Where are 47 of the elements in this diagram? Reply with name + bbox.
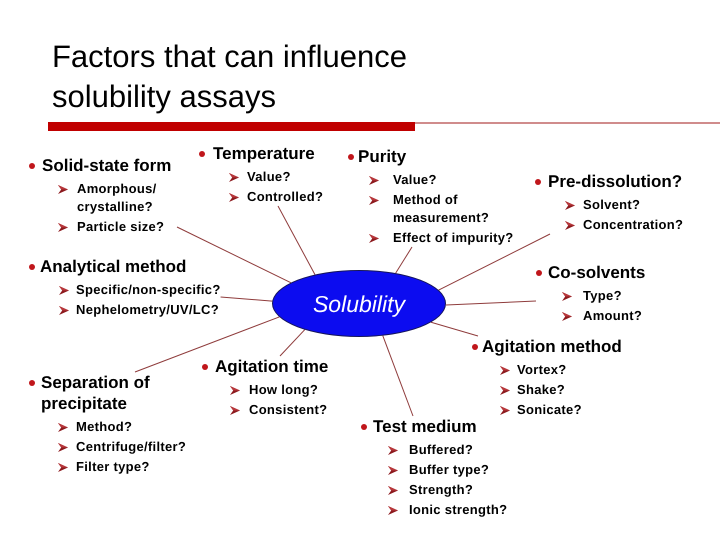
factor-heading: Purity xyxy=(358,146,406,167)
factor-heading: Pre-dissolution? xyxy=(548,171,682,192)
center-label: Solubility xyxy=(312,290,406,318)
connector-line xyxy=(278,206,316,276)
sub-item-text: Strength? xyxy=(409,481,474,499)
sub-item-text: Shake? xyxy=(517,381,566,399)
factor-heading: Agitation time xyxy=(215,356,328,377)
connector-line xyxy=(280,329,306,356)
connector-line xyxy=(382,335,414,416)
sub-item-text: Sonicate? xyxy=(517,401,582,419)
sub-item-text: Nephelometry/UV/LC? xyxy=(76,301,219,319)
connector-line xyxy=(438,234,550,291)
sub-item-text: Amorphous/ crystalline? xyxy=(77,180,158,216)
connector-line xyxy=(430,322,478,336)
sub-item-text: Specific/non-specific? xyxy=(76,281,221,299)
factor-heading: Analytical method xyxy=(40,256,186,277)
factor-heading: Test medium xyxy=(373,416,477,437)
sub-item-text: Effect of impurity? xyxy=(393,229,514,247)
sub-item-text: Method of measurement? xyxy=(393,191,490,227)
connector-line xyxy=(176,226,292,284)
sub-item-text: Method? xyxy=(76,418,132,436)
sub-item-text: Vortex? xyxy=(517,361,567,379)
sub-item-text: Value? xyxy=(393,171,437,189)
sub-item-text: Type? xyxy=(583,287,622,305)
connector-line xyxy=(395,246,412,274)
sub-item-text: Consistent? xyxy=(249,401,328,419)
factor-heading: Separation of precipitate xyxy=(41,372,151,414)
sub-item-text: Controlled? xyxy=(247,188,324,206)
sub-item-text: Amount? xyxy=(583,307,642,325)
sub-item-text: Buffer type? xyxy=(409,461,490,479)
sub-item-text: Centrifuge/filter? xyxy=(76,438,186,456)
sub-item-text: Ionic strength? xyxy=(409,501,508,519)
factor-heading: Agitation method xyxy=(482,336,622,357)
sub-item-text: Buffered? xyxy=(409,441,474,459)
connector-line xyxy=(220,296,273,302)
factor-heading: Co-solvents xyxy=(548,262,646,283)
sub-item-text: Value? xyxy=(247,168,291,186)
factor-heading: Temperature xyxy=(213,143,315,164)
slide-title: Factors that can influence solubility assays xyxy=(52,38,408,116)
sub-item-text: Concentration? xyxy=(583,216,684,234)
connector-line xyxy=(134,316,280,372)
sub-item-text: Particle size? xyxy=(77,218,164,236)
connector-line xyxy=(445,300,536,306)
sub-item-text: Solvent? xyxy=(583,196,640,214)
sub-item-text: Filter type? xyxy=(76,458,150,476)
factor-heading: Solid-state form xyxy=(42,155,172,176)
sub-item-text: How long? xyxy=(249,381,318,399)
